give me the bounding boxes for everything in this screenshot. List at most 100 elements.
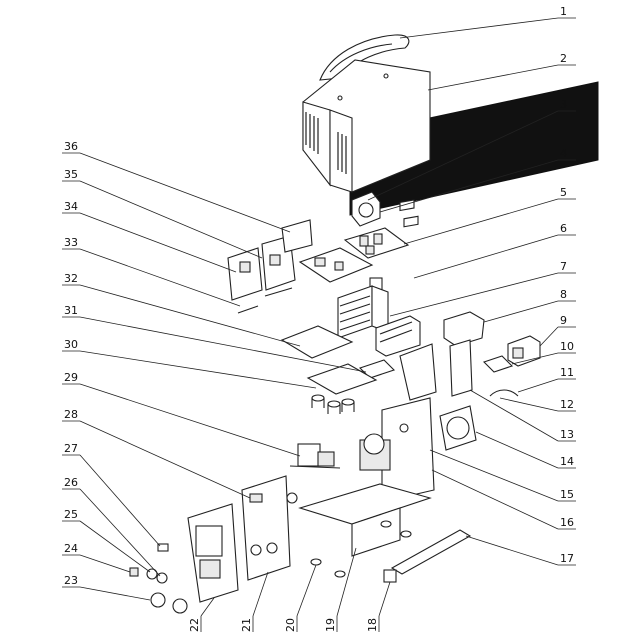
- callout-number: 21: [240, 618, 253, 632]
- callout-number: 12: [560, 398, 574, 411]
- leader-line: [79, 520, 151, 573]
- callout-number: 35: [64, 168, 78, 181]
- igbt-bracket: [351, 191, 381, 227]
- leader-line: [475, 431, 559, 469]
- callout-number: 24: [64, 542, 78, 555]
- indicator-lens: [157, 543, 169, 552]
- clip: [482, 355, 514, 373]
- fan: [439, 405, 477, 451]
- leader-line: [399, 17, 559, 39]
- knob: [146, 568, 168, 584]
- callout-19: 19: [324, 547, 357, 632]
- callout-17: 17: [465, 535, 576, 566]
- callout-11: 11: [517, 366, 576, 393]
- callout-number: 33: [64, 236, 78, 249]
- callout-number: 20: [284, 618, 297, 632]
- callout-number: 1: [560, 5, 567, 18]
- reactor-box: [507, 335, 541, 367]
- callout-number: 30: [64, 338, 78, 351]
- callout-number: 17: [560, 552, 574, 565]
- callout-number: 26: [64, 476, 78, 489]
- leader-line: [511, 352, 559, 365]
- rail: [390, 529, 472, 575]
- callout-29: 29: [62, 371, 301, 457]
- leader-line: [79, 152, 291, 233]
- callout-number: 10: [560, 340, 574, 353]
- callout-12: 12: [499, 397, 576, 412]
- leader-line: [79, 383, 301, 457]
- leader-line: [499, 397, 559, 412]
- leader-line: [252, 571, 269, 617]
- callout-number: 9: [560, 314, 567, 327]
- transformer: [289, 443, 341, 469]
- leader-line: [79, 350, 317, 389]
- callout-number: 11: [560, 366, 574, 379]
- leader-line: [483, 300, 559, 323]
- callout-28: 28: [62, 408, 251, 499]
- callout-36: 36: [62, 140, 291, 233]
- foot: [310, 558, 322, 566]
- callout-number: 4: [560, 147, 567, 160]
- callout-4: 4: [379, 147, 576, 213]
- leader-line: [79, 420, 251, 499]
- leader-line: [389, 272, 559, 317]
- callout-3: 3: [367, 98, 576, 201]
- callout-33: 33: [62, 236, 241, 307]
- callout-26: 26: [62, 476, 161, 577]
- callout-number: 3: [560, 98, 567, 111]
- top-cover: [302, 59, 431, 193]
- capacitor-board: [306, 363, 378, 414]
- callout-5: 5: [403, 186, 576, 245]
- leader-line: [296, 564, 317, 617]
- front-panel: [241, 475, 298, 581]
- leader-line: [429, 449, 559, 502]
- leader-line: [79, 284, 301, 347]
- foot: [380, 520, 392, 528]
- callout-number: 27: [64, 442, 78, 455]
- front-bracket-assembly: [227, 219, 313, 314]
- output-bracket: [399, 311, 485, 401]
- leader-line: [79, 454, 161, 547]
- handle: [319, 34, 410, 81]
- callout-18: 18: [366, 581, 391, 632]
- callout-number: 7: [560, 260, 567, 273]
- callout-13: 13: [469, 389, 576, 442]
- leader-line: [427, 64, 559, 91]
- leader-line: [469, 389, 559, 442]
- callout-number: 2: [560, 52, 567, 65]
- leader-line: [378, 581, 391, 617]
- foot: [400, 530, 412, 538]
- leader-line: [79, 180, 263, 259]
- callout-number: 6: [560, 222, 567, 235]
- leader-line: [465, 535, 559, 566]
- callout-16: 16: [431, 469, 576, 530]
- callout-number: 14: [560, 455, 574, 468]
- callout-number: 29: [64, 371, 78, 384]
- chassis: [298, 397, 435, 557]
- callout-1: 1: [399, 5, 576, 39]
- callout-number: 28: [64, 408, 78, 421]
- terminal: [383, 569, 397, 583]
- callout-number: 16: [560, 516, 574, 529]
- callout-number: 15: [560, 488, 574, 501]
- leader-line: [79, 212, 237, 273]
- leader-line: [79, 554, 131, 573]
- callout-25: 25: [62, 508, 151, 573]
- callout-15: 15: [429, 449, 576, 502]
- callout-7: 7: [389, 260, 576, 317]
- leader-line: [79, 586, 151, 601]
- callout-number: 8: [560, 288, 567, 301]
- leader-line: [379, 159, 559, 213]
- callout-number: 31: [64, 304, 78, 317]
- callout-22: 22: [188, 597, 215, 632]
- callout-21: 21: [240, 571, 269, 632]
- callout-14: 14: [475, 431, 576, 469]
- leader-line: [431, 469, 559, 530]
- leader-line: [403, 198, 559, 245]
- callout-2: 2: [427, 52, 576, 91]
- callout-number: 13: [560, 428, 574, 441]
- callout-23: 23: [62, 574, 151, 601]
- leader-line: [367, 110, 559, 201]
- callout-number: 19: [324, 618, 337, 632]
- callout-number: 34: [64, 200, 78, 213]
